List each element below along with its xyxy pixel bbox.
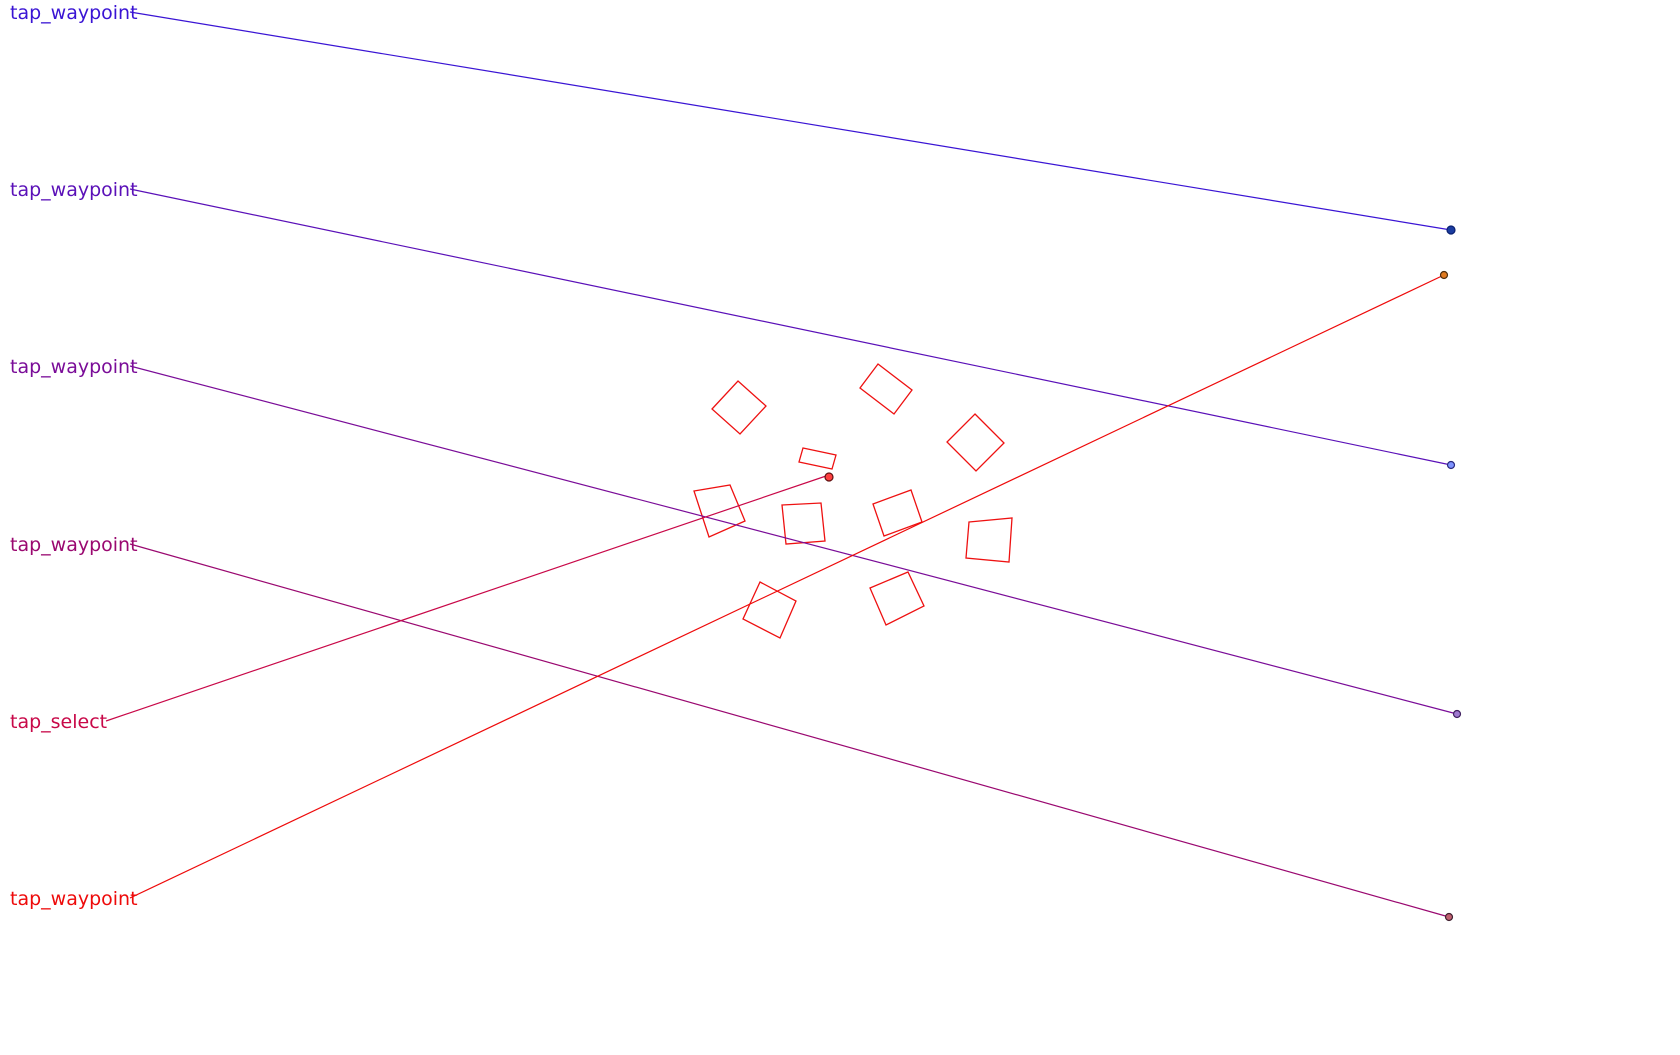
select-marker[interactable] bbox=[824, 472, 834, 482]
waypoint-marker-4[interactable] bbox=[1444, 912, 1454, 922]
connector-line-5 bbox=[105, 474, 830, 722]
scene-object[interactable] bbox=[859, 363, 913, 415]
scene-object[interactable] bbox=[742, 581, 797, 639]
connector-line-1 bbox=[129, 11, 1452, 231]
connector-line-6 bbox=[129, 274, 1445, 899]
scene-objects bbox=[693, 363, 1013, 639]
scene-object[interactable] bbox=[798, 447, 837, 470]
annotation-label-4: tap_waypoint bbox=[10, 534, 138, 556]
endpoint-markers bbox=[824, 225, 1462, 922]
annotation-label-5: tap_select bbox=[10, 711, 107, 733]
scene-object[interactable] bbox=[693, 484, 746, 538]
annotation-label-3: tap_waypoint bbox=[10, 356, 138, 378]
annotation-label-2: tap_waypoint bbox=[10, 179, 138, 201]
scene-object[interactable] bbox=[965, 517, 1013, 563]
connector-line-2 bbox=[129, 188, 1452, 466]
scene-object[interactable] bbox=[946, 413, 1005, 472]
scene-object[interactable] bbox=[869, 571, 925, 626]
connector-line-4 bbox=[129, 543, 1450, 918]
annotation-labels: tap_waypoint tap_waypoint tap_waypoint t… bbox=[10, 2, 138, 910]
connector-line-3 bbox=[129, 365, 1458, 715]
scene-object[interactable] bbox=[781, 502, 826, 545]
scene-object[interactable] bbox=[872, 489, 923, 537]
waypoint-marker-1[interactable] bbox=[1446, 225, 1456, 235]
waypoint-marker-2[interactable] bbox=[1446, 460, 1456, 470]
waypoint-marker-6[interactable] bbox=[1439, 270, 1449, 280]
scene-object[interactable] bbox=[711, 380, 767, 435]
connector-lines bbox=[105, 11, 1458, 918]
annotation-label-1: tap_waypoint bbox=[10, 2, 138, 24]
annotation-label-6: tap_waypoint bbox=[10, 888, 138, 910]
waypoint-marker-3[interactable] bbox=[1452, 709, 1462, 719]
